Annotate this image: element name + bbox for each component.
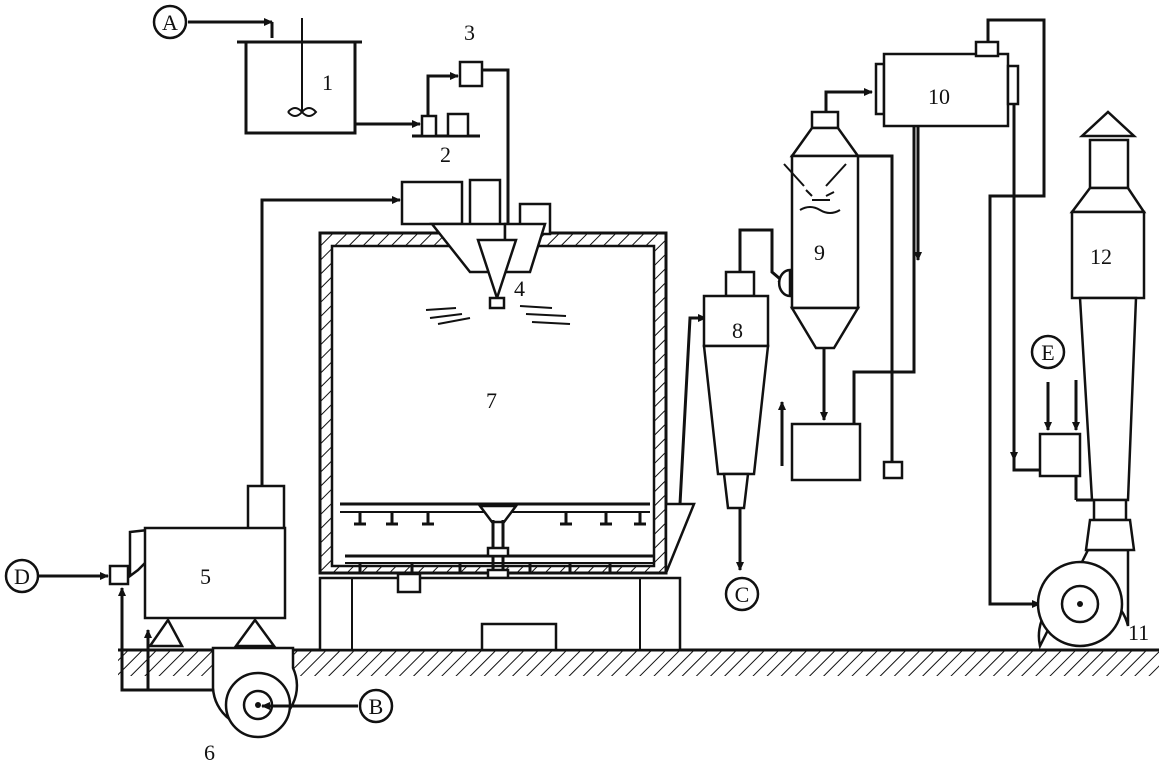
- component-5-label: 5: [200, 564, 211, 589]
- output-c-label: C: [735, 582, 750, 607]
- liquid-tank: [790, 422, 904, 482]
- component-4-label: 4: [514, 276, 525, 301]
- exhaust-fan: [1036, 548, 1130, 650]
- component-12-label: 12: [1090, 244, 1112, 269]
- agitator-icon: [287, 107, 318, 117]
- input-b-marker: B: [358, 688, 394, 724]
- component-3-label: 3: [464, 20, 475, 45]
- drying-chamber: [318, 178, 696, 652]
- input-d-marker: D: [4, 558, 40, 594]
- condenser: [874, 40, 1020, 128]
- input-a-marker: A: [152, 4, 188, 40]
- component-9-label: 9: [814, 240, 825, 265]
- wet-scrubber: [777, 110, 861, 350]
- component-11-label: 11: [1128, 620, 1149, 645]
- component-2-label: 2: [440, 142, 451, 167]
- air-heater: [108, 484, 287, 648]
- feed-tank: [237, 18, 362, 135]
- component-10-label: 10: [928, 84, 950, 109]
- rake-teeth: [354, 512, 646, 574]
- component-7-label: 7: [486, 388, 497, 413]
- feed-line-a: [188, 18, 274, 38]
- input-e-marker: E: [1030, 334, 1066, 370]
- exhaust-stack: [1069, 110, 1147, 552]
- scrubber-spray: [783, 163, 847, 214]
- input-d-label: D: [14, 564, 30, 589]
- component-6-label: 6: [204, 740, 215, 765]
- input-b-label: B: [369, 694, 384, 719]
- exhaust-box: [1038, 432, 1082, 478]
- spray-pattern: [425, 305, 571, 325]
- input-e-label: E: [1041, 340, 1054, 365]
- cyclone: [702, 270, 770, 510]
- component-1-label: 1: [322, 70, 333, 95]
- supply-fan: [211, 646, 299, 739]
- output-c-marker: C: [724, 576, 760, 612]
- input-a-label: A: [162, 10, 178, 35]
- filter: [458, 60, 484, 88]
- feed-pump: [412, 112, 480, 138]
- component-8-label: 8: [732, 318, 743, 343]
